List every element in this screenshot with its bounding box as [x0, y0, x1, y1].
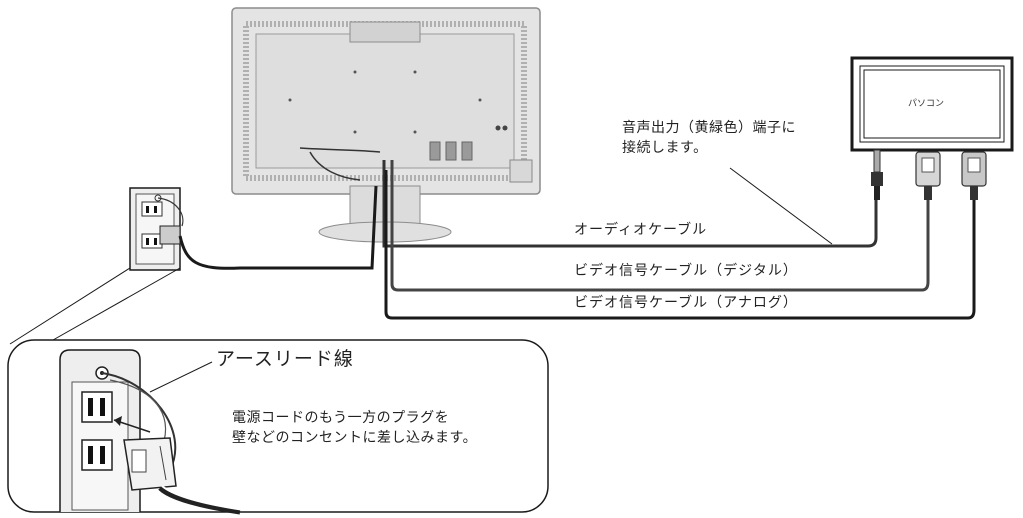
power-cord	[178, 185, 378, 270]
callout-leader-left	[9, 267, 131, 345]
wall-outlet	[129, 187, 184, 271]
earth-wire-leader	[149, 361, 213, 393]
zoom-plug	[101, 372, 245, 515]
audio-output-note-line-1: 音声出力（黄緑色）端子に	[622, 120, 796, 136]
monitor-rear	[231, 7, 541, 243]
pc-connectors	[871, 149, 987, 200]
outlet-instruction-line-2: 壁などのコンセントに差し込みます。	[232, 430, 478, 446]
audio-output-note: 音声出力（黄緑色）端子に 接続します。	[622, 118, 796, 158]
video-analog-cable-label: ビデオ信号ケーブル（アナログ）	[574, 295, 798, 311]
audio-cable	[382, 160, 878, 248]
video-digital-cable	[390, 160, 930, 292]
zoom-outlet-plate	[59, 349, 141, 512]
pc-label: パソコン	[908, 99, 945, 109]
earth-wire-label: アースリード線	[216, 348, 354, 370]
pc-box	[850, 56, 1014, 152]
video-digital-cable-label: ビデオ信号ケーブル（デジタル）	[574, 263, 798, 279]
video-analog-cable	[384, 170, 976, 320]
outlet-instruction-line-1: 電源コードのもう一方のプラグを	[232, 410, 450, 426]
audio-note-leader	[729, 167, 833, 245]
outlet-instruction: 電源コードのもう一方のプラグを 壁などのコンセントに差し込みます。	[232, 408, 477, 448]
callout-leader-right	[45, 267, 181, 345]
audio-output-note-line-2: 接続します。	[622, 140, 708, 156]
audio-cable-label: オーディオケーブル	[574, 222, 708, 238]
